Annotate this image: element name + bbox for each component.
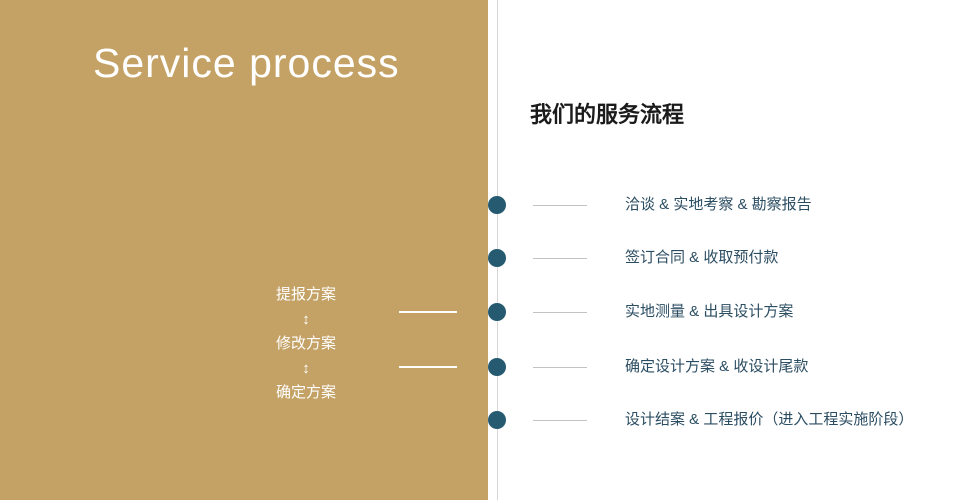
flow-step-revise: 修改方案 (275, 335, 336, 352)
up-down-arrow-icon: ↕ (302, 360, 310, 377)
flow-connector-line (399, 311, 457, 313)
step-label: 洽谈 & 实地考察 & 勘察报告 (625, 196, 812, 213)
timeline-line (497, 0, 498, 500)
page-title: Service process (93, 40, 400, 86)
flow-step-confirm: 确定方案 (275, 384, 336, 401)
up-down-arrow-icon: ↕ (302, 311, 310, 328)
step-label: 确定设计方案 & 收设计尾款 (625, 358, 809, 375)
step-label: 签订合同 & 收取预付款 (625, 249, 779, 266)
step-dash-line (533, 205, 587, 206)
flow-step-submit: 提报方案 (275, 286, 336, 303)
step-dash-line (533, 420, 587, 421)
section-title: 我们的服务流程 (530, 102, 685, 127)
step-dash-line (533, 258, 587, 259)
step-dash-line (533, 312, 587, 313)
flow-connector-line (399, 366, 457, 368)
step-label: 实地测量 & 出具设计方案 (625, 303, 794, 320)
step-dash-line (533, 367, 587, 368)
proposal-flow: 提报方案 ↕ 修改方案 ↕ 确定方案 (250, 283, 362, 405)
step-label: 设计结案 & 工程报价（进入工程实施阶段） (625, 411, 914, 428)
left-gold-panel: Service process 提报方案 ↕ 修改方案 ↕ 确定方案 (0, 0, 488, 500)
